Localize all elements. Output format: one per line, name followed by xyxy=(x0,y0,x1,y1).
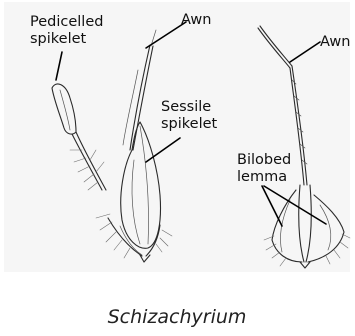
label-sessile-spikelet: spikelet xyxy=(161,116,218,132)
label-awn-left: Awn xyxy=(181,12,211,28)
label-pedicelled: Pedicelled xyxy=(30,14,103,30)
figure-caption: Schizachyrium xyxy=(108,306,247,328)
label-bilobed: Bilobed xyxy=(237,152,291,168)
label-awn-right: Awn xyxy=(320,34,350,50)
label-sessile: Sessile xyxy=(161,99,211,115)
label-pedicelled-spikelet: spikelet xyxy=(30,31,87,47)
label-bilobed-lemma: lemma xyxy=(237,169,287,185)
